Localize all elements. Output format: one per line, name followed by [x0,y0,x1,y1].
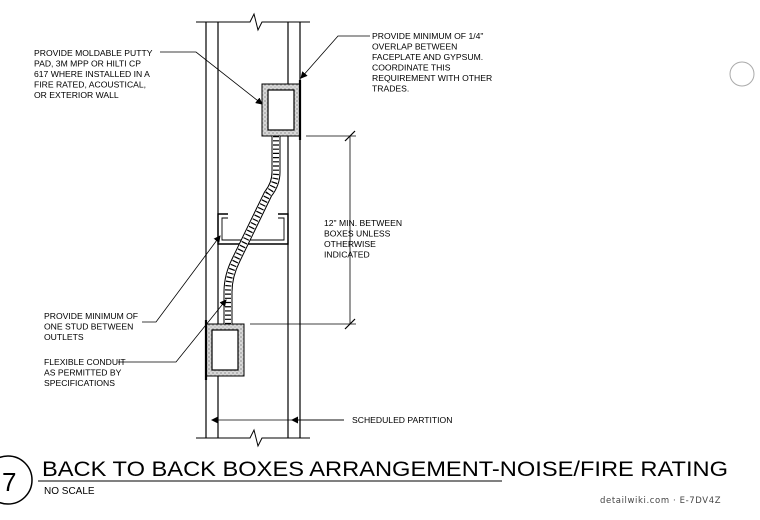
svg-text:PROVIDE MINIMUM OF 1/4"OVERLAP: PROVIDE MINIMUM OF 1/4"OVERLAP BETWEENFA… [372,31,492,94]
flexible-conduit [223,136,281,324]
break-line-bottom [196,428,310,448]
note-partition: SCHEDULED PARTITION [352,415,452,425]
detail-title: BACK TO BACK BOXES ARRANGEMENT-NOISE/FIR… [42,458,728,481]
section-marker-partial [729,61,755,87]
upper-outlet-box [261,80,302,140]
leader-lines [118,35,370,424]
steel-stud [217,213,289,245]
credit-watermark: detailwiki.com · E-7DV4Z [600,496,721,506]
detail-number: 7 [2,467,16,497]
spacing-dimension [250,130,356,330]
detail-scale: NO SCALE [44,486,95,497]
lower-outlet-box [204,320,245,380]
break-line-top [196,12,310,32]
detail-number-bubble [0,455,33,505]
